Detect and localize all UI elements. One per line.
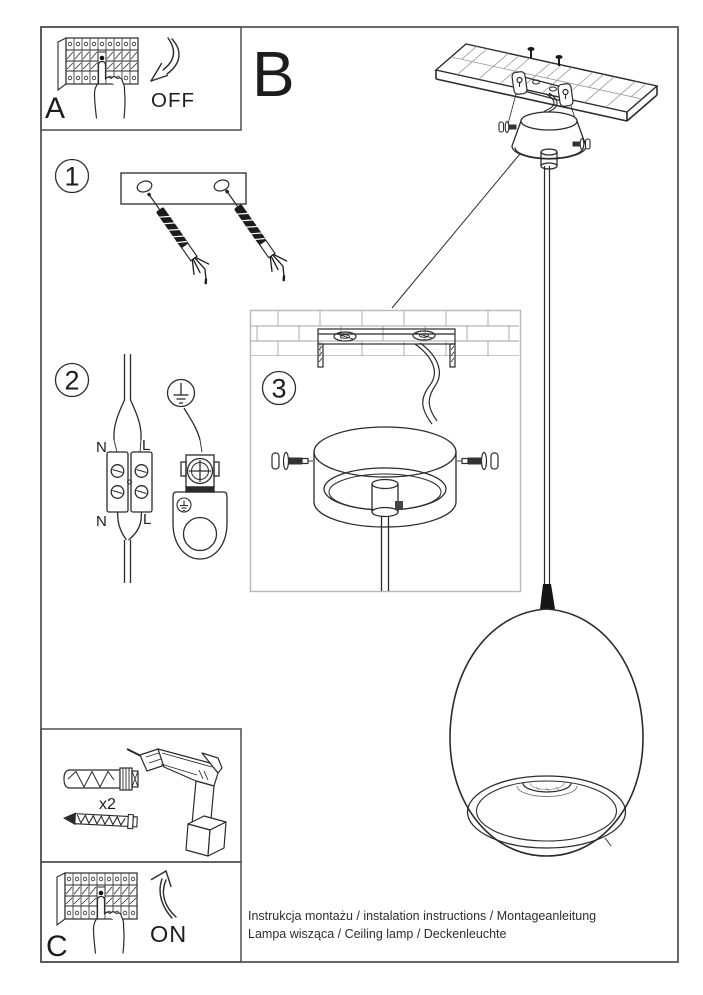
step1-badge: 1	[54, 158, 90, 194]
caption-line2: Lampa wisząca / Ceiling lamp / Deckenleu…	[248, 927, 507, 941]
hanging-bracket	[511, 71, 574, 107]
slab-screws	[527, 47, 563, 66]
breaker-panel-off-illustration	[57, 37, 139, 119]
pendant-cord	[543, 166, 551, 586]
bulb-diffuser	[516, 782, 578, 797]
wall-anchor-screw-left	[139, 186, 218, 288]
outer-frame	[40, 26, 679, 963]
canopy-screw-left	[498, 120, 517, 134]
wire-l-bottom-label: L	[143, 511, 151, 528]
anchor-quantity-label: x2	[99, 796, 116, 813]
on-arrow-icon	[150, 870, 177, 919]
earth-wire	[183, 407, 203, 453]
step1-drawing	[120, 172, 296, 288]
caption-line1: Instrukcja montażu / instalation instruc…	[248, 909, 596, 923]
detail-hanging-wire	[414, 342, 440, 425]
detail-side-screw-left	[271, 451, 313, 471]
panel-a-box	[40, 26, 242, 131]
mounting-bracket	[120, 172, 247, 205]
detail-callout-line	[391, 136, 535, 309]
breaker-panel-on-illustration	[56, 872, 138, 954]
ceiling-slab	[434, 43, 659, 122]
drill-illustration	[126, 748, 227, 857]
step3-number: 3	[271, 374, 286, 404]
detail-bracket	[317, 328, 456, 368]
earth-clamp	[172, 454, 228, 560]
wire-n-top-label: N	[96, 439, 107, 456]
off-label: OFF	[151, 89, 195, 112]
step2-badge: 2	[54, 362, 90, 398]
bracket-hole-left	[136, 180, 153, 193]
step2-number: 2	[64, 366, 79, 396]
step1-number: 1	[64, 162, 79, 192]
earth-symbol-icon	[166, 378, 196, 408]
detail-box-3	[249, 309, 522, 593]
step2-drawing: N L N L	[96, 354, 228, 583]
canopy-screw-right	[572, 137, 591, 151]
detail-side-screw-right	[457, 451, 499, 471]
panel-b-label: B	[252, 38, 295, 110]
wire-l-top-label: L	[142, 437, 150, 454]
panel-c-label: C	[46, 930, 68, 963]
parts-drawing: x2	[62, 748, 227, 857]
panel-a-label: A	[45, 92, 65, 125]
screw-illustration	[62, 812, 138, 830]
detail-drawing	[251, 311, 519, 591]
bracket-hole-right	[213, 179, 230, 192]
wall-anchor-illustration	[63, 767, 139, 791]
main-canopy	[511, 111, 587, 170]
cord-grip	[540, 584, 555, 609]
terminal-block	[106, 451, 153, 513]
wire-n-bottom-label: N	[96, 513, 107, 530]
lamp-shade	[449, 608, 644, 857]
off-arrow-icon	[150, 37, 180, 82]
supply-cable-bottom	[116, 511, 143, 583]
step3-badge: 3	[261, 370, 297, 406]
panel-c-box	[40, 861, 242, 963]
guide-line-left	[507, 93, 517, 125]
main-illustration	[434, 43, 659, 857]
on-label: ON	[150, 921, 187, 947]
detail-canopy	[313, 426, 457, 591]
supply-cable-top	[113, 354, 142, 453]
wall-anchor-screw-right	[217, 183, 296, 285]
